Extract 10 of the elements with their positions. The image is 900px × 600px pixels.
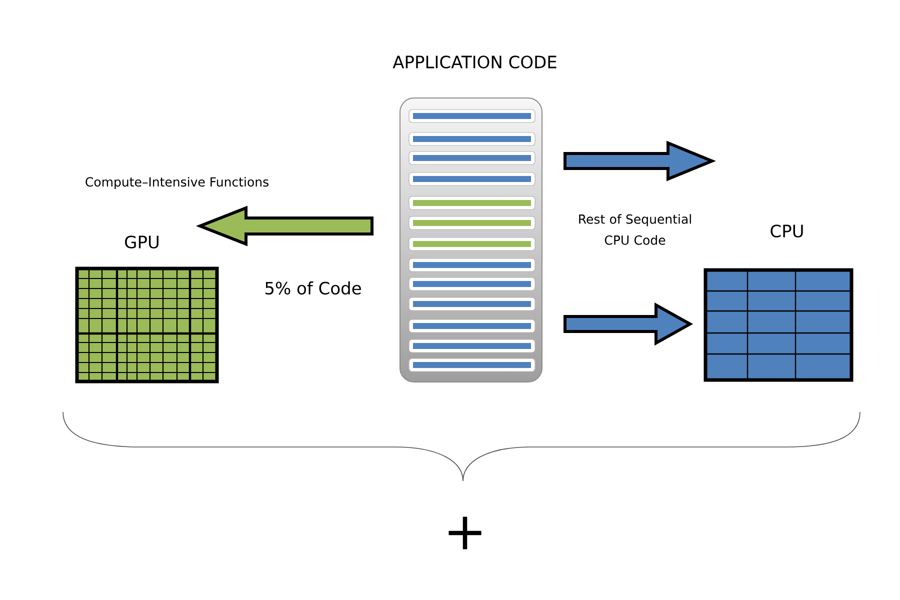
annotation: Compute–Intensive Functions xyxy=(86,176,268,190)
annotation: Rest of Sequential CPU Code xyxy=(579,214,691,245)
annotation: 5% of Code xyxy=(265,281,361,295)
block-arrow xyxy=(564,302,694,346)
heading: CPU xyxy=(770,224,803,238)
block-arrow xyxy=(196,206,374,246)
heading: APPLICATION CODE xyxy=(392,56,556,68)
plus-sign: + xyxy=(448,516,482,550)
block-arrow xyxy=(564,140,716,182)
heading: GPU xyxy=(125,236,158,248)
